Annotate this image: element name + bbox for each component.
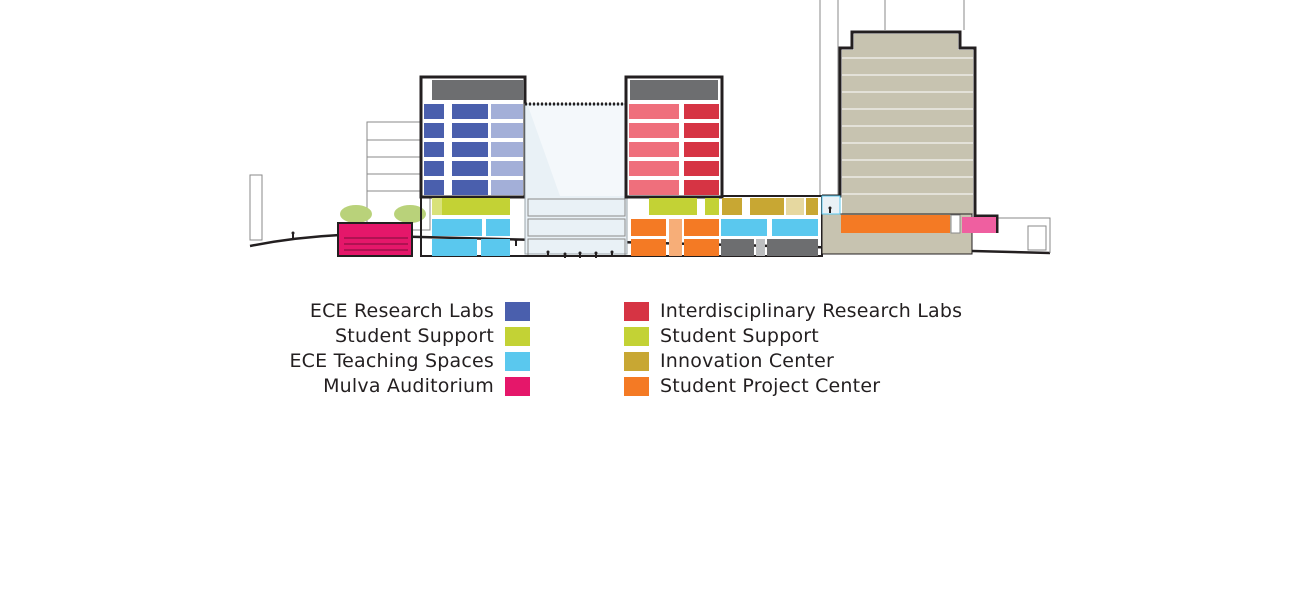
ece-research-labs-light (491, 104, 523, 195)
right-tower-roof (630, 80, 718, 100)
legend-left: ECE Research Labs Student Support ECE Te… (230, 300, 530, 400)
legend-swatch (505, 351, 530, 371)
legend-item: Student Project Center (624, 375, 880, 397)
trees (340, 205, 426, 223)
interdisciplinary-labs-light (629, 104, 679, 195)
legend-swatch (624, 301, 649, 321)
legend-swatch (624, 326, 649, 346)
atrium-glass (528, 106, 625, 196)
tall-building-outline (822, 30, 999, 233)
legend-item: Interdisciplinary Research Labs (624, 300, 962, 322)
podium-outline (420, 195, 823, 257)
legend-label: Student Project Center (660, 375, 881, 397)
left-tower-roof (432, 80, 524, 100)
auditorium-seating (344, 237, 408, 251)
service-light (756, 239, 765, 256)
legend-label: Mulva Auditorium (323, 375, 494, 397)
student-support-left (432, 198, 510, 215)
connector (821, 195, 841, 215)
base-project-center (841, 215, 950, 233)
student-support-right (649, 198, 719, 215)
legend-label: Interdisciplinary Research Labs (660, 300, 963, 322)
legend-swatch (505, 301, 530, 321)
people-figures (291, 206, 832, 258)
legend-item: ECE Research Labs (310, 300, 530, 322)
legend-swatch (505, 326, 530, 346)
tall-building-pink (962, 217, 996, 233)
tall-building-stair (950, 214, 961, 234)
legend-item: Innovation Center (624, 350, 834, 372)
legend-swatch (624, 351, 649, 371)
legend-item: Mulva Auditorium (323, 375, 530, 397)
student-project-light (669, 219, 682, 256)
legend-item: Student Support (335, 325, 530, 347)
innovation-center (722, 198, 818, 215)
ece-teaching-spaces (432, 219, 818, 256)
legend-right: Interdisciplinary Research Labs Student … (624, 300, 1024, 400)
legend-swatch (505, 376, 530, 396)
service-spaces (721, 239, 818, 256)
legend-label: Student Support (335, 325, 494, 347)
ece-research-labs (424, 104, 488, 195)
innovation-center-light (786, 198, 804, 215)
legend-swatch (624, 376, 649, 396)
legend-label: Student Support (660, 325, 819, 347)
legend-item: ECE Teaching Spaces (289, 350, 530, 372)
building-section-diagram (249, 0, 1051, 258)
mulva-auditorium (337, 222, 413, 257)
legend-label: ECE Teaching Spaces (289, 350, 494, 372)
legend-label: ECE Research Labs (309, 300, 494, 322)
tall-building-floors (842, 57, 973, 195)
tall-building-crown (854, 34, 958, 50)
student-support-left-light (432, 198, 442, 215)
legend-item: Student Support (624, 325, 819, 347)
interdisciplinary-research-labs (684, 104, 719, 195)
legend-label: Innovation Center (660, 350, 834, 372)
tall-building-body (842, 50, 973, 214)
